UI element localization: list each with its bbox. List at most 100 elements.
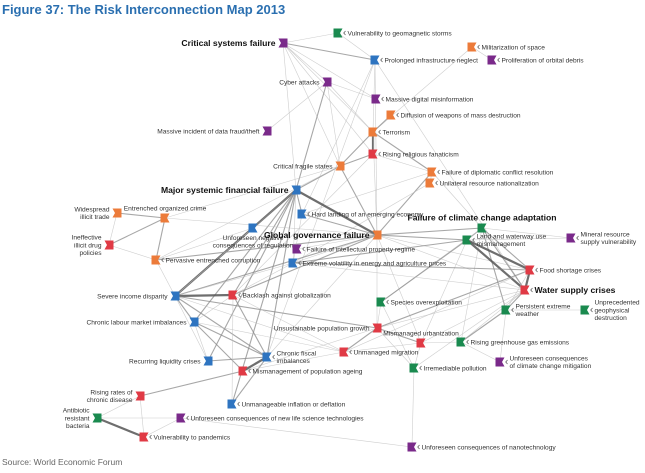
node-marker-environmental[interactable] [501, 305, 511, 315]
node-water[interactable]: Water supply crises [520, 285, 616, 295]
node-marker-societal[interactable] [368, 149, 378, 159]
node-marker-technological[interactable] [278, 38, 288, 48]
node-hard-landing[interactable]: Hard landing of an emerging economy [297, 209, 424, 219]
node-critical-systems[interactable]: Critical systems failure [181, 38, 288, 48]
node-marker-geopolitical[interactable] [368, 127, 378, 137]
node-terrorism[interactable]: Terrorism [368, 127, 411, 137]
node-marker-societal[interactable] [416, 338, 426, 348]
node-marker-societal[interactable] [520, 285, 530, 295]
node-marker-technological[interactable] [495, 357, 505, 367]
node-marker-environmental[interactable] [477, 223, 487, 233]
node-diplomatic[interactable]: Failure of diplomatic conflict resolutio… [427, 167, 554, 177]
node-marker-economic[interactable] [248, 223, 258, 233]
node-marker-technological[interactable] [322, 77, 332, 87]
node-ip[interactable]: Failure of intellectual property regime [292, 244, 416, 254]
node-marker-technological[interactable] [566, 233, 576, 243]
node-migration[interactable]: Unmanaged migration [339, 347, 419, 357]
node-species[interactable]: Species overexploitation [376, 297, 463, 307]
node-nanotech[interactable]: Unforeseen consequences of nanotechnolog… [407, 442, 557, 452]
node-marker-environmental[interactable] [92, 413, 102, 423]
node-marker-economic[interactable] [227, 399, 237, 409]
node-misinformation[interactable]: Massive digital misinformation [371, 94, 474, 104]
node-marker-geopolitical[interactable] [467, 42, 477, 52]
node-marker-economic[interactable] [297, 209, 307, 219]
node-marker-geopolitical[interactable] [372, 230, 382, 240]
node-marker-economic[interactable] [170, 291, 180, 301]
node-marker-societal[interactable] [525, 265, 535, 275]
node-nationalization[interactable]: Unilateral resource nationalization [425, 178, 540, 188]
node-geomagnetic[interactable]: Vulnerability to geomagnetic storms [333, 28, 453, 38]
node-marker-geopolitical[interactable] [335, 161, 345, 171]
node-marker-societal[interactable] [139, 432, 149, 442]
node-marker-geopolitical[interactable] [386, 110, 396, 120]
node-liquidity[interactable]: Recurring liquidity crises [129, 356, 213, 366]
node-marker-geopolitical[interactable] [151, 255, 161, 265]
node-marker-technological[interactable] [176, 413, 186, 423]
node-marker-environmental[interactable] [409, 363, 419, 373]
node-marker-technological[interactable] [262, 126, 272, 136]
node-marker-environmental[interactable] [580, 305, 590, 315]
node-corruption[interactable]: Pervasive entrenched corruption [151, 255, 261, 265]
node-marker-environmental[interactable] [376, 297, 386, 307]
node-marker-societal[interactable] [372, 323, 382, 333]
node-marker-environmental[interactable] [456, 337, 466, 347]
node-financial[interactable]: Major systemic financial failure [161, 185, 301, 195]
node-marker-economic[interactable] [288, 258, 298, 268]
node-orbital[interactable]: Proliferation of orbital debris [487, 55, 585, 65]
node-marker-economic[interactable] [203, 356, 213, 366]
node-marker-economic[interactable] [189, 317, 199, 327]
node-marker-societal[interactable] [339, 347, 349, 357]
node-population[interactable]: Unsustainable population growth [274, 323, 382, 333]
node-marker-societal[interactable] [135, 391, 145, 401]
node-marker-technological[interactable] [371, 94, 381, 104]
node-labour[interactable]: Chronic labour market imbalances [86, 317, 199, 327]
node-urbanization[interactable]: Mismanaged urbanization [383, 331, 459, 348]
node-fanaticism[interactable]: Rising religious fanaticism [368, 149, 460, 159]
node-infrastructure[interactable]: Prolonged infrastructure neglect [370, 55, 479, 65]
node-data-fraud[interactable]: Massive incident of data fraud/theft [157, 126, 272, 136]
node-ghg[interactable]: Rising greenhouse gas emissions [456, 337, 570, 347]
node-governance[interactable]: Global governance failure [264, 230, 382, 240]
node-volatility[interactable]: Extreme volatility in energy and agricul… [288, 258, 447, 268]
node-marker-geopolitical[interactable] [425, 178, 435, 188]
node-marker-technological[interactable] [407, 442, 417, 452]
node-inflation[interactable]: Unmanageable inflation or deflation [227, 399, 346, 409]
node-marker-societal[interactable] [238, 366, 248, 376]
node-marker-geopolitical[interactable] [112, 208, 122, 218]
node-marker-technological[interactable] [292, 244, 302, 254]
node-marker-economic[interactable] [262, 352, 272, 362]
node-wmd[interactable]: Diffusion of weapons of mass destruction [386, 110, 521, 120]
node-life-science[interactable]: Unforeseen consequences of new life scie… [176, 413, 365, 423]
node-pollution[interactable]: Irremediable pollution [409, 363, 487, 373]
node-food[interactable]: Food shortage crises [525, 265, 602, 275]
node-marker-environmental[interactable] [333, 28, 343, 38]
node-marker-societal[interactable] [104, 240, 114, 250]
node-pandemics[interactable]: Vulnerability to pandemics [139, 432, 231, 442]
node-marker-economic[interactable] [291, 185, 301, 195]
node-adaptation[interactable]: Failure of climate change adaptation [408, 213, 557, 233]
node-cyber[interactable]: Cyber attacks [279, 77, 332, 87]
node-ageing[interactable]: Mismanagement of population ageing [238, 366, 363, 376]
node-marker-geopolitical[interactable] [427, 167, 437, 177]
node-marker-geopolitical[interactable] [160, 213, 170, 223]
node-marker-societal[interactable] [228, 290, 238, 300]
node-marker-economic[interactable] [370, 55, 380, 65]
node-marker-technological[interactable] [487, 55, 497, 65]
node-fragile-states[interactable]: Critical fragile states [273, 161, 345, 171]
node-globalization[interactable]: Backlash against globalization [228, 290, 332, 300]
node-income[interactable]: Severe income disparity [97, 291, 180, 301]
node-militarization[interactable]: Militarization of space [467, 42, 546, 52]
node-marker-environmental[interactable] [462, 235, 472, 245]
node-crime[interactable]: Entrenched organized crime [124, 206, 207, 223]
